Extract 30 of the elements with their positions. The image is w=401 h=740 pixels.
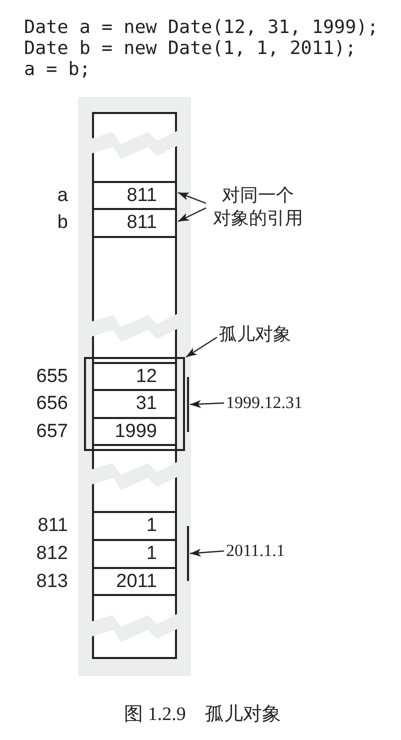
arrow [190, 548, 224, 557]
memory-address: 656 [36, 393, 68, 415]
object-outline [84, 357, 185, 451]
cell-value: 811 [126, 184, 157, 206]
variable-name: a [57, 184, 68, 206]
date-annotation: 2011.1.1 [226, 540, 285, 562]
cell-value: 31 [136, 393, 157, 415]
cell-value: 12 [136, 366, 157, 388]
code-line: Date b = new Date(1, 1, 2011); [24, 38, 356, 59]
memory-address: 655 [36, 366, 68, 388]
annotation-text: 孤儿对象 [219, 323, 291, 346]
memory-address: 811 [38, 515, 68, 537]
cell-value: 2011 [116, 570, 157, 592]
cell-value: 811 [126, 212, 157, 234]
code-line: Date a = new Date(12, 31, 1999); [24, 17, 378, 38]
date-annotation: 1999.12.31 [226, 392, 302, 414]
memory-address: 813 [36, 570, 68, 592]
cell-value: 1999 [114, 420, 157, 442]
memory-address: 657 [36, 420, 68, 442]
annotation-text: 对同一个对象的引用 [208, 184, 308, 230]
arrow [178, 192, 206, 204]
arrow [190, 400, 224, 408]
memory-address: 812 [36, 543, 68, 565]
cell-value: 1 [146, 543, 157, 565]
arrow [178, 207, 206, 222]
arrow [186, 336, 218, 358]
figure-caption: 图 1.2.9 孤儿对象 [124, 704, 281, 725]
variable-name: b [57, 212, 68, 234]
code-line: a = b; [24, 59, 90, 80]
cell-value: 1 [146, 515, 157, 537]
